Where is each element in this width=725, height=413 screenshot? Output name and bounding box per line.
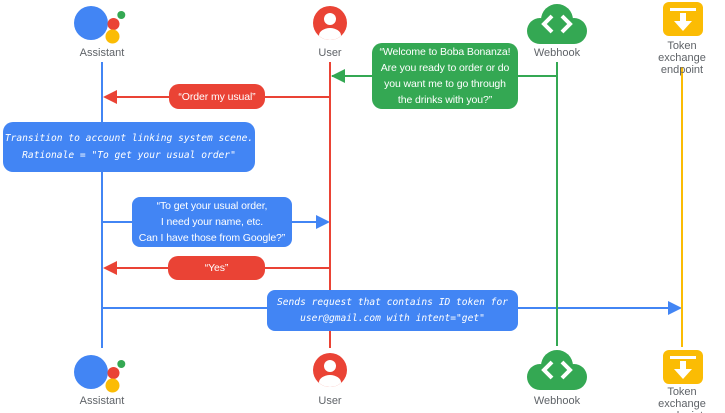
token-endpoint-icon-bottom <box>663 350 703 389</box>
user-head-shape <box>324 13 336 25</box>
google-assistant-icon-bottom <box>74 349 126 400</box>
google-assistant-icon <box>74 0 126 51</box>
actor-label-webhook: Webhook <box>533 47 581 59</box>
message-yes: “Yes” <box>168 256 265 280</box>
message-send-request-id-token: Sends request that contains ID token for… <box>267 290 518 331</box>
user-icon-bottom <box>313 353 347 387</box>
actor-label-token-endpoint-bottom: Token exchange endpoint <box>658 386 706 413</box>
order-arrowhead-icon <box>103 90 117 104</box>
actor-label-assistant-bottom: Assistant <box>79 395 125 407</box>
actor-label-token-endpoint: Token exchange endpoint <box>658 40 706 76</box>
assistant-lifeline <box>101 62 103 348</box>
user-lifeline <box>329 62 331 348</box>
cloud-code-icon <box>524 3 590 50</box>
token-endpoint-icon <box>663 2 703 41</box>
user-body-shape <box>319 375 341 387</box>
user-body-shape <box>319 28 341 40</box>
cloud-code-icon-bottom <box>524 349 590 396</box>
message-order-my-usual: “Order my usual” <box>169 84 265 109</box>
token-endpoint-lifeline <box>681 67 683 347</box>
note-transition-account-linking: Transition to account linking system sce… <box>3 122 255 172</box>
yes-arrowhead-icon <box>103 261 117 275</box>
webhook-lifeline <box>556 62 558 346</box>
user-icon <box>313 6 347 40</box>
get-order-arrowhead-icon <box>316 215 330 229</box>
actor-label-webhook-bottom: Webhook <box>533 395 581 407</box>
welcome-arrowhead-icon <box>331 69 345 83</box>
actor-label-user: User <box>318 47 342 59</box>
message-get-your-usual-order: “To get your usual order, I need your na… <box>132 197 292 247</box>
actor-label-assistant: Assistant <box>79 47 125 59</box>
send-request-arrowhead-icon <box>668 301 682 315</box>
actor-label-user-bottom: User <box>318 395 342 407</box>
message-welcome: “Welcome to Boba Bonanza! Are you ready … <box>372 43 518 109</box>
user-head-shape <box>324 360 336 372</box>
